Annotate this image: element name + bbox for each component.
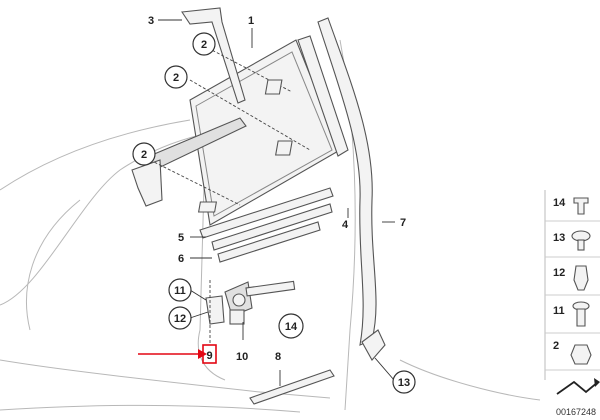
legend-arrow-icon <box>556 380 599 395</box>
svg-text:12: 12 <box>553 267 565 279</box>
legend-item-2[interactable]: 2 <box>545 340 600 371</box>
svg-text:9: 9 <box>206 350 212 362</box>
callout-14[interactable]: 14 <box>278 313 304 339</box>
svg-text:2: 2 <box>553 340 559 352</box>
pillar-lower-bracket[interactable] <box>361 329 386 361</box>
lower-sill-molding[interactable] <box>249 369 335 405</box>
label-1[interactable]: 1 <box>248 15 254 27</box>
svg-text:12: 12 <box>174 313 186 325</box>
door-lower-strip[interactable] <box>217 221 321 263</box>
svg-text:11: 11 <box>553 305 565 317</box>
svg-text:11: 11 <box>174 285 186 297</box>
svg-text:2: 2 <box>141 149 147 161</box>
b-pillar-weatherstrip[interactable] <box>317 17 377 346</box>
legend-item-12[interactable]: 12 <box>545 265 600 296</box>
legend-item-11[interactable]: 11 <box>545 301 600 334</box>
document-id: 00167248 <box>556 407 596 417</box>
door-seal-strip[interactable] <box>297 35 349 157</box>
callout-2c[interactable]: 2 <box>132 142 156 166</box>
window-guide-bracket[interactable] <box>131 159 163 207</box>
door-check-assembly[interactable] <box>224 280 296 325</box>
label-7[interactable]: 7 <box>400 217 406 229</box>
callout-13[interactable]: 13 <box>392 370 416 394</box>
door-stop-clip[interactable] <box>205 295 225 325</box>
svg-text:13: 13 <box>553 232 565 244</box>
window-trim-upper[interactable] <box>181 7 246 104</box>
callout-11[interactable]: 11 <box>168 278 192 302</box>
callout-2b[interactable]: 2 <box>164 65 188 89</box>
label-9-highlighted[interactable]: 9 <box>202 344 217 364</box>
label-10[interactable]: 10 <box>236 351 248 363</box>
label-4[interactable]: 4 <box>342 219 349 231</box>
svg-text:2: 2 <box>173 72 179 84</box>
outer-belt-molding[interactable] <box>199 187 334 239</box>
callout-2a[interactable]: 2 <box>192 32 216 56</box>
label-6[interactable]: 6 <box>178 253 184 265</box>
svg-text:13: 13 <box>398 377 410 389</box>
label-5[interactable]: 5 <box>178 232 184 244</box>
fastener-legend: 14 13 12 11 2 <box>544 190 600 395</box>
legend-item-13[interactable]: 13 <box>545 230 600 258</box>
callout-12[interactable]: 12 <box>168 306 192 330</box>
svg-text:2: 2 <box>201 39 207 51</box>
svg-text:14: 14 <box>285 321 298 333</box>
label-3[interactable]: 3 <box>148 15 154 27</box>
legend-item-14[interactable]: 14 <box>545 197 600 222</box>
svg-text:14: 14 <box>553 197 566 209</box>
inner-belt-molding[interactable] <box>211 203 333 251</box>
label-8[interactable]: 8 <box>275 351 281 363</box>
